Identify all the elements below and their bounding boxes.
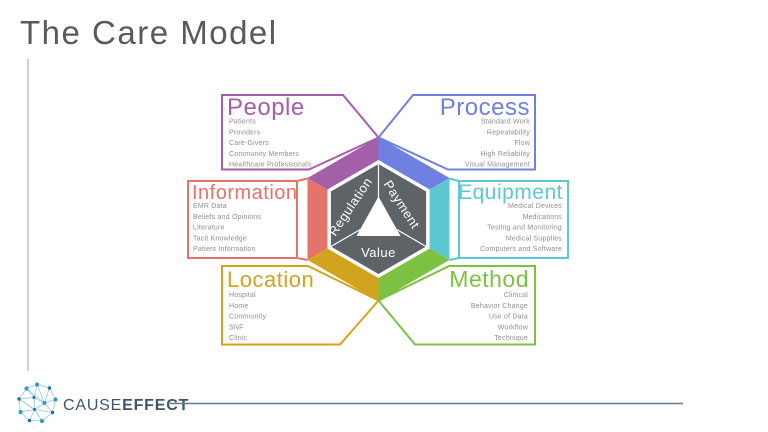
process-ring-segment xyxy=(378,137,450,190)
list-item: Repeatability xyxy=(487,129,530,136)
triangle-icon xyxy=(356,196,401,236)
list-item: Testing and Monitoring xyxy=(487,225,562,232)
method-heading: Method xyxy=(449,266,529,292)
process-box xyxy=(376,94,536,171)
core-label-value: Value xyxy=(361,245,396,260)
causeeffect-logo-icon xyxy=(17,382,58,424)
brand-cause: CAUSE xyxy=(63,397,122,414)
information-heading: Information xyxy=(192,182,298,204)
information-items: EMR Data Beliefs and Opinions Literature… xyxy=(193,203,262,253)
list-item: SNF xyxy=(229,324,244,331)
list-item: Standard Work xyxy=(481,119,530,126)
list-item: Tacit Knowledge xyxy=(193,235,247,242)
people-heading: People xyxy=(227,94,305,121)
list-item: Medical Devices xyxy=(508,203,562,210)
equipment-box xyxy=(449,177,569,261)
information-box xyxy=(187,177,308,261)
list-item: Beliefs and Opinions xyxy=(193,214,262,221)
list-item: Behavior Change xyxy=(471,303,528,310)
list-item: Clinical xyxy=(504,292,528,299)
location-ring-segment xyxy=(307,248,379,301)
equipment-items: Medical Devices Medications Testing and … xyxy=(480,203,562,253)
list-item: High Reliability xyxy=(481,151,531,158)
method-ring-segment xyxy=(378,248,450,301)
list-item: Flow xyxy=(514,140,530,147)
list-item: Technique xyxy=(494,335,528,342)
process-heading: Process xyxy=(440,94,530,121)
list-item: Visual Management xyxy=(465,162,530,169)
list-item: Medications xyxy=(522,214,562,221)
equipment-heading: Equipment xyxy=(458,181,563,204)
list-item: EMR Data xyxy=(193,203,227,210)
list-item: Home xyxy=(229,303,248,310)
list-item: Hospital xyxy=(229,292,256,299)
list-item: Computers and Software xyxy=(480,246,562,253)
location-box xyxy=(221,265,381,346)
method-items: Clinical Behavior Change Use of Data Wor… xyxy=(471,292,529,342)
list-item: Healthcare Professionals xyxy=(229,162,312,169)
list-item: Providers xyxy=(229,129,261,136)
list-item: Care-Givers xyxy=(229,140,269,147)
location-heading: Location xyxy=(227,267,314,292)
page-title: The Care Model xyxy=(20,14,278,51)
people-box xyxy=(221,94,381,171)
process-items: Standard Work Repeatability Flow High Re… xyxy=(465,119,531,169)
location-items: Hospital Home Community SNF Clinic xyxy=(229,292,266,342)
people-items: Patients Providers Care-Givers Community… xyxy=(229,119,312,169)
list-item: Clinic xyxy=(229,335,248,342)
list-item: Workflow xyxy=(498,324,529,331)
list-item: Community Members xyxy=(229,151,299,158)
list-item: Patients xyxy=(229,119,256,126)
information-ring-segment xyxy=(307,178,328,260)
list-item: Use of Data xyxy=(489,314,528,321)
list-item: Literature xyxy=(193,225,225,232)
brand-effect: EFFECT xyxy=(122,397,189,414)
method-box xyxy=(376,265,536,346)
list-item: Patient Information xyxy=(193,246,256,253)
brand-wordmark: CAUSEEFFECT xyxy=(63,397,189,414)
list-item: Community xyxy=(229,314,266,321)
people-ring-segment xyxy=(307,137,379,190)
list-item: Medical Supplies xyxy=(506,235,562,242)
equipment-ring-segment xyxy=(429,178,450,260)
